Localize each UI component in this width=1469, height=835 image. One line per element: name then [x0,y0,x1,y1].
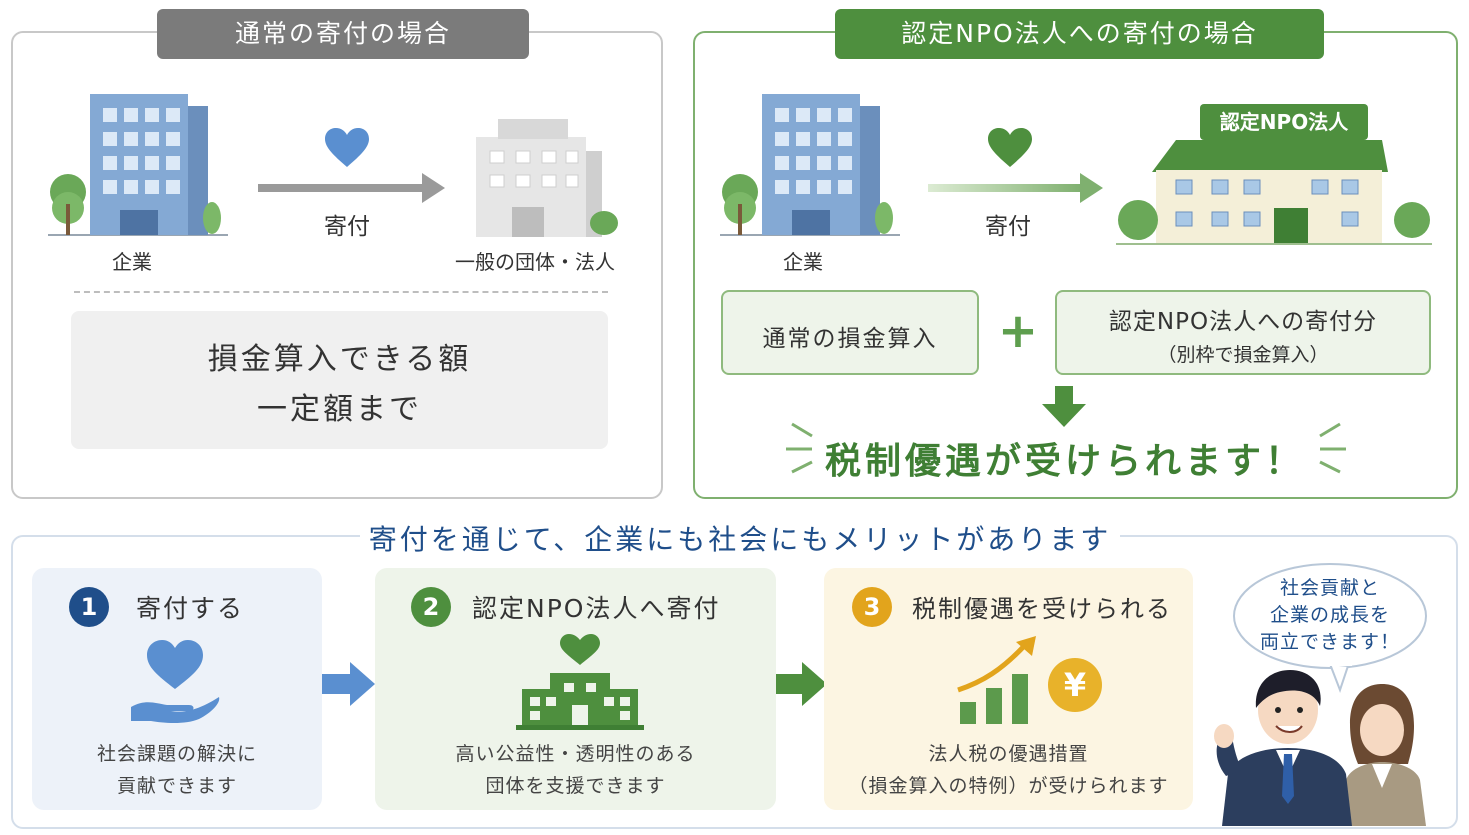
step-1-number: 1 [69,587,109,627]
heart-icon [988,128,1032,167]
step-3-title: 税制優遇を受けられる [912,595,1172,623]
step-2-desc-line1: 高い公益性・透明性のある [455,743,696,765]
sparkle-left-icon [786,422,813,474]
npo-building-icon [1116,132,1432,245]
down-arrow-icon [1042,386,1086,427]
step-1-desc-line2: 貢献できます [116,775,237,797]
recipient-label: 一般の団体・法人 [455,250,615,274]
hand-heart-icon [131,640,220,723]
step-2-desc-line2: 団体を支援できます [485,775,666,797]
deduction-limit-line1: 損金算入できる額 [207,342,472,377]
growth-chart-icon [957,636,1036,724]
normal-deduction-box [721,290,979,375]
deduction-limit-box [71,311,608,449]
special-deduction-box [1055,290,1431,375]
company-label: 企業 [112,250,152,274]
step-2-number: 2 [411,587,451,627]
plus-sign: + [997,303,1039,359]
step-1-title: 寄付する [136,594,245,623]
deduction-limit-line2: 一定額まで [257,392,422,427]
organization-building-icon [476,119,618,237]
donation-label: 寄付 [324,214,370,240]
yen-coin-icon: ¥ [1048,658,1102,712]
special-deduction-line1: 認定NPO法人への寄付分 [1108,309,1378,335]
business-people-illustration [1214,670,1426,826]
divider [74,291,608,293]
merits-heading: 寄付を通じて、企業にも社会にもメリットがあります [360,518,1120,562]
normal-donation-tab: 通常の寄付の場合 [157,9,529,59]
donation-arrow-icon [258,173,445,203]
step-arrow-icon [322,662,375,706]
heart-icon [325,128,369,167]
npo-donation-tab: 認定NPO法人への寄付の場合 [835,9,1324,59]
donation-label: 寄付 [985,214,1031,240]
step-arrow-icon [776,662,827,706]
speech-bubble-line3: 両立できます！ [1259,631,1400,653]
donation-arrow-icon [928,173,1103,203]
npo-facility-icon [516,634,644,730]
step-2-title: 認定NPO法人へ寄付 [472,594,721,623]
speech-bubble-line2: 企業の成長を [1269,604,1390,626]
step-3-number: 3 [852,587,892,627]
speech-bubble-line1: 社会貢献と [1279,577,1380,599]
company-building-icon [720,94,900,236]
company-building-icon [48,94,228,236]
step-3-desc-line1: 法人税の優遇措置 [928,743,1089,765]
npo-sign: 認定NPO法人 [1200,104,1368,140]
special-deduction-line2: （別枠で損金算入） [1157,344,1329,366]
normal-deduction-label: 通常の損金算入 [762,326,938,352]
speech-bubble-icon [1233,563,1427,693]
sparkle-right-icon [1319,422,1346,474]
company-label: 企業 [783,250,823,274]
step-3-desc-line2: （損金算入の特例）が受けられます [848,775,1169,797]
tax-benefit-result: 税制優遇が受けられます！ [824,441,1305,482]
step-1-desc-line1: 社会課題の解決に [96,743,257,765]
